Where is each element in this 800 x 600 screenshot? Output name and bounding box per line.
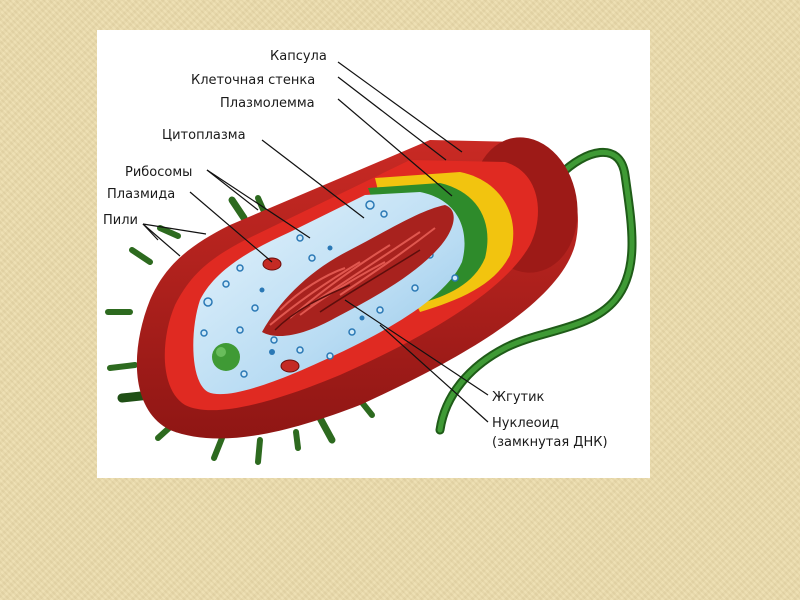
label-pili: Пили [103, 213, 138, 228]
label-nucleoid-note: (замкнутая ДНК) [492, 435, 608, 450]
label-plasmid: Плазмида [107, 187, 175, 202]
granule [212, 343, 240, 371]
label-cell-wall: Клеточная стенка [191, 73, 315, 88]
label-cytoplasm: Цитоплазма [162, 128, 246, 143]
label-flagellum: Жгутик [492, 390, 545, 405]
label-ribosomes: Рибосомы [125, 165, 192, 180]
label-plasmolemma: Плазмолемма [220, 96, 315, 111]
label-nucleoid: Нуклеоид [492, 416, 559, 431]
label-capsule: Капсула [270, 49, 327, 64]
